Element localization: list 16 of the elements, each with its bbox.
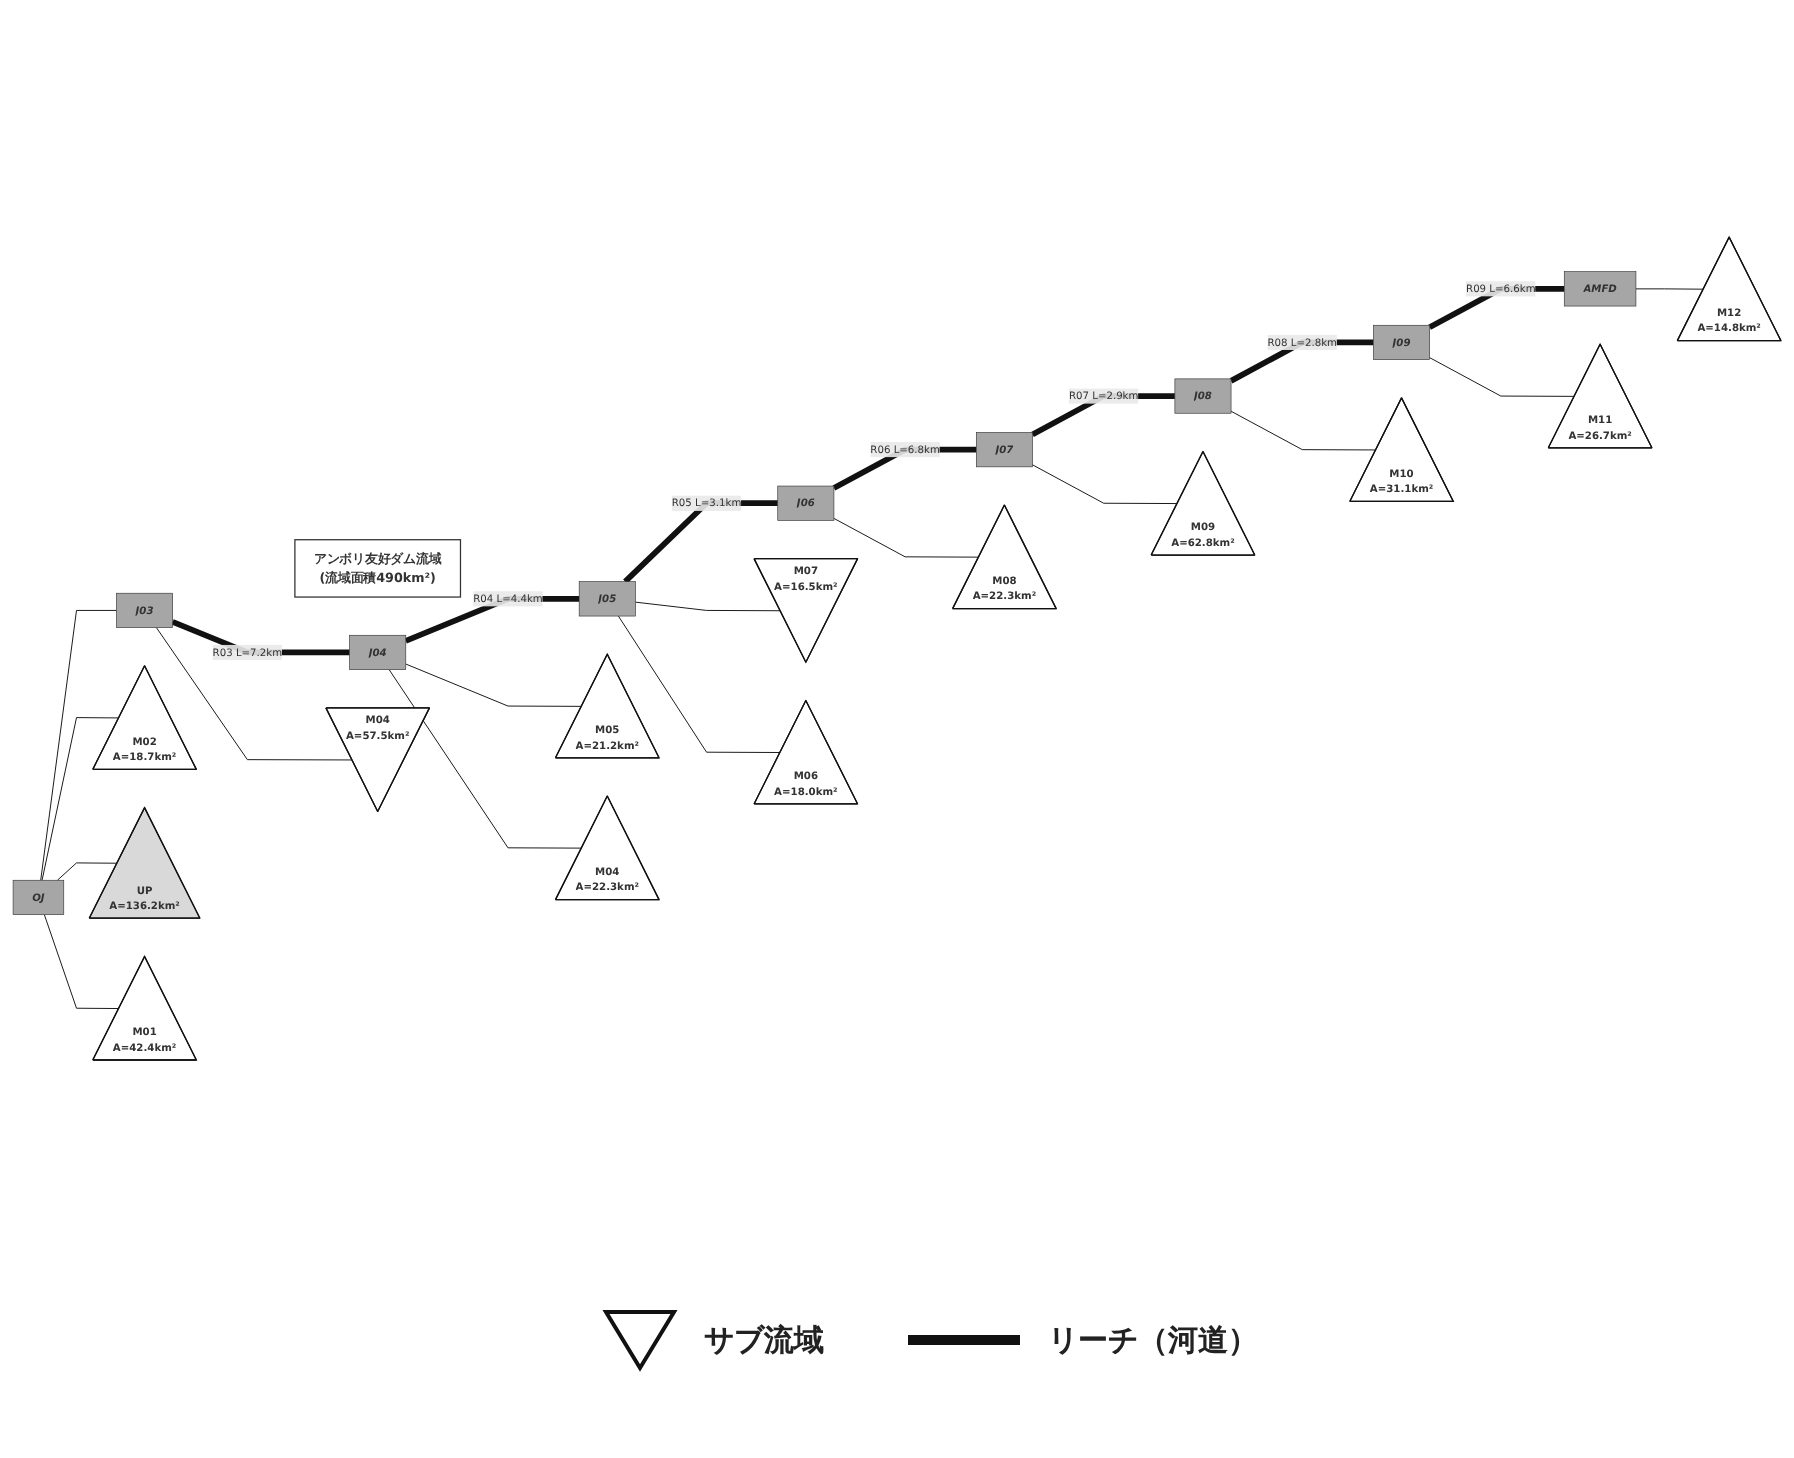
connector [1429,356,1575,397]
connector [405,662,583,707]
legend-label: サブ流域 [704,1321,824,1359]
connector [43,913,120,1009]
connector [388,668,583,849]
legend-label: リーチ（河道） [1048,1321,1258,1359]
connector [41,716,120,881]
connector [617,615,781,753]
connector [1032,463,1178,504]
connector [1230,410,1377,450]
connector [155,626,353,760]
connector [833,517,980,558]
connector [1635,287,1705,290]
connector [634,601,781,611]
connector [40,609,117,881]
connector [56,861,118,881]
